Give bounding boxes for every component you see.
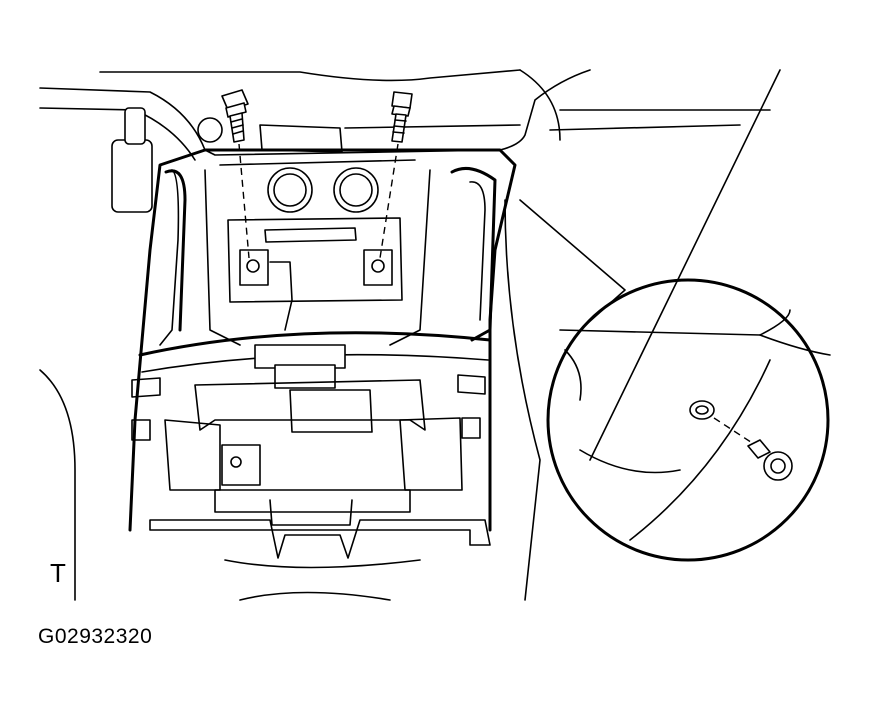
corner-mark: T [50,558,66,588]
bolt-right [379,91,413,259]
bolt-left [221,89,250,259]
figure-code: G02932320 [38,625,153,648]
console-panel [128,148,517,559]
dashboard-background [39,69,781,601]
clip-detail [519,199,831,562]
